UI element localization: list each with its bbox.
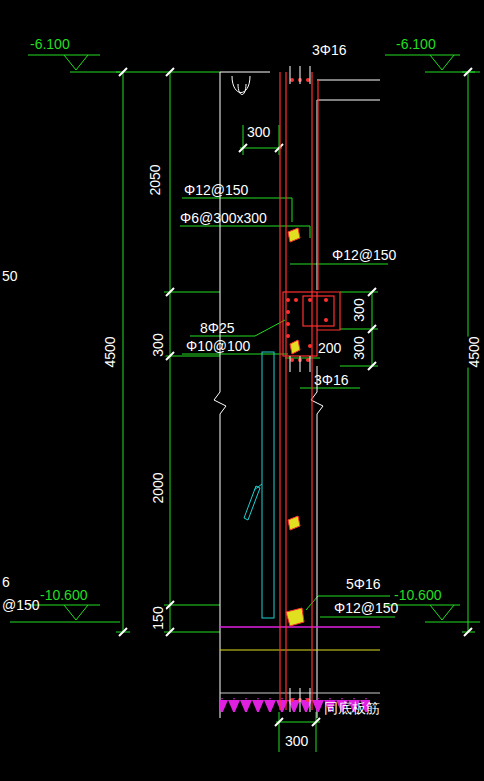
drawing-label: -6.100	[30, 36, 70, 52]
drawing-label: Φ12@150	[334, 600, 398, 616]
drawing-label: 300	[351, 298, 367, 321]
drawing-label: 3Φ16	[312, 42, 347, 58]
drawing-label: 4500	[102, 336, 118, 367]
drawing-label: 4500	[466, 336, 482, 367]
drawing-label: Φ6@300x300	[180, 210, 267, 226]
drawing-label: 3Φ16	[314, 372, 349, 388]
drawing-label: -10.600	[394, 587, 441, 603]
drawing-label: 300	[247, 124, 270, 140]
drawing-label: 2050	[147, 164, 163, 195]
drawing-label: 300	[150, 333, 166, 356]
drawing-label: -10.600	[40, 587, 87, 603]
drawing-label: Φ12@150	[332, 247, 396, 263]
drawing-label: 300	[285, 733, 308, 749]
drawing-label: 50	[2, 268, 18, 284]
drawing-label: 8Φ25	[200, 320, 235, 336]
drawing-label: Φ10@100	[186, 338, 250, 354]
drawing-label: 300	[351, 336, 367, 359]
drawing-label: Φ12@150	[184, 182, 248, 198]
drawing-label: -6.100	[396, 36, 436, 52]
drawing-label: 5Φ16	[346, 576, 381, 592]
drawing-label: 2000	[150, 472, 166, 503]
drawing-label: 6	[2, 574, 10, 590]
drawing-label: 200	[318, 340, 341, 356]
drawing-label: 150	[150, 606, 166, 629]
drawing-label: @150	[2, 597, 40, 613]
drawing-label: 同底板筋	[324, 700, 380, 716]
